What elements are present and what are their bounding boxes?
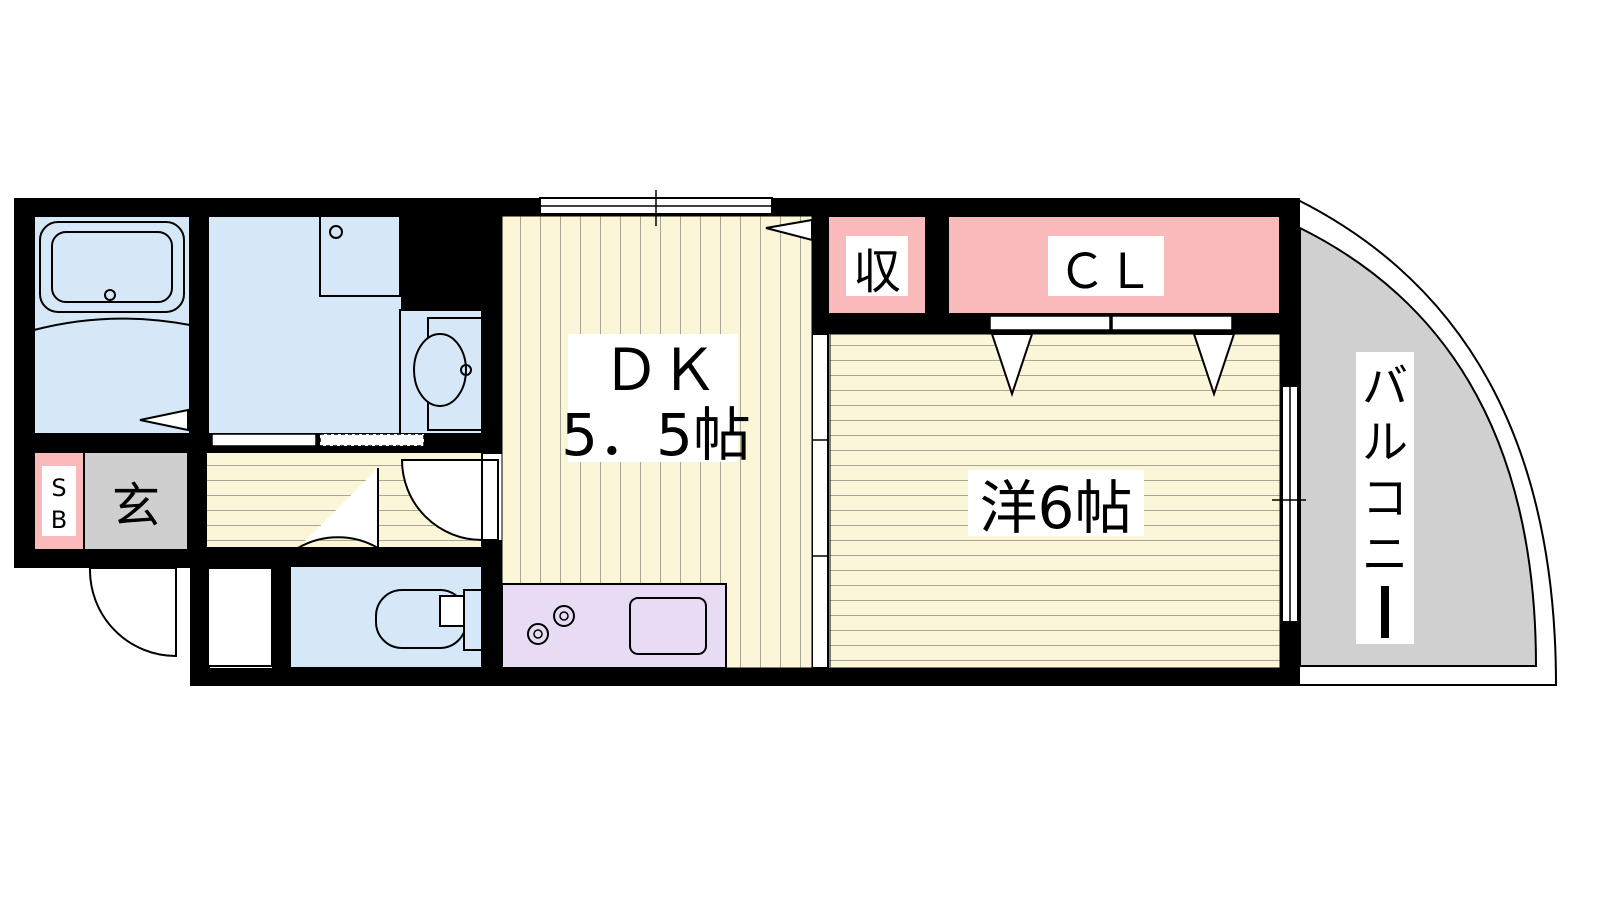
balcony bbox=[1297, 198, 1558, 686]
washbasin-icon bbox=[413, 317, 483, 431]
bathroom bbox=[33, 215, 191, 435]
washroom bbox=[207, 215, 483, 447]
closet-label: ＣＬ bbox=[1058, 244, 1154, 300]
kitchen-counter bbox=[501, 583, 727, 669]
storage: 収 bbox=[827, 215, 927, 315]
shoe-box-label-line1: S bbox=[51, 474, 66, 502]
shoe-box: S B bbox=[33, 451, 85, 551]
washing-machine-icon bbox=[319, 215, 401, 297]
western-room-label: 洋6帖 bbox=[980, 474, 1133, 542]
front-door-icon[interactable] bbox=[88, 567, 177, 658]
toilet-icon bbox=[375, 589, 483, 651]
dk-label-line2: 5．5帖 bbox=[561, 401, 751, 469]
balcony-char-2: ル bbox=[1362, 415, 1408, 469]
toilet-door-icon bbox=[297, 468, 379, 550]
toilet bbox=[207, 565, 483, 669]
bathtub-icon bbox=[39, 221, 185, 313]
balcony-char-3: コ bbox=[1362, 471, 1408, 525]
balcony-label: バ ル コ ニ bbox=[1356, 352, 1414, 644]
balcony-char-5 bbox=[1381, 586, 1389, 638]
entrance: 玄 bbox=[83, 451, 189, 658]
balcony-char-4: ニ bbox=[1362, 527, 1408, 581]
western-room: 洋6帖 bbox=[812, 333, 1306, 669]
dk-room: ＤＫ 5．5帖 bbox=[501, 190, 813, 669]
balcony-char-1: バ bbox=[1362, 359, 1408, 413]
bath-door-icon bbox=[139, 408, 189, 432]
hallway bbox=[205, 451, 499, 550]
closet: ＣＬ bbox=[947, 215, 1281, 331]
stove-icon bbox=[527, 605, 575, 645]
dk-label-line1: ＤＫ bbox=[602, 336, 718, 404]
shoe-box-label-line2: B bbox=[51, 506, 67, 534]
entrance-label: 玄 bbox=[112, 478, 160, 534]
sink-icon bbox=[629, 597, 707, 655]
storage-label: 収 bbox=[853, 244, 901, 300]
hall-door-icon bbox=[400, 459, 483, 542]
